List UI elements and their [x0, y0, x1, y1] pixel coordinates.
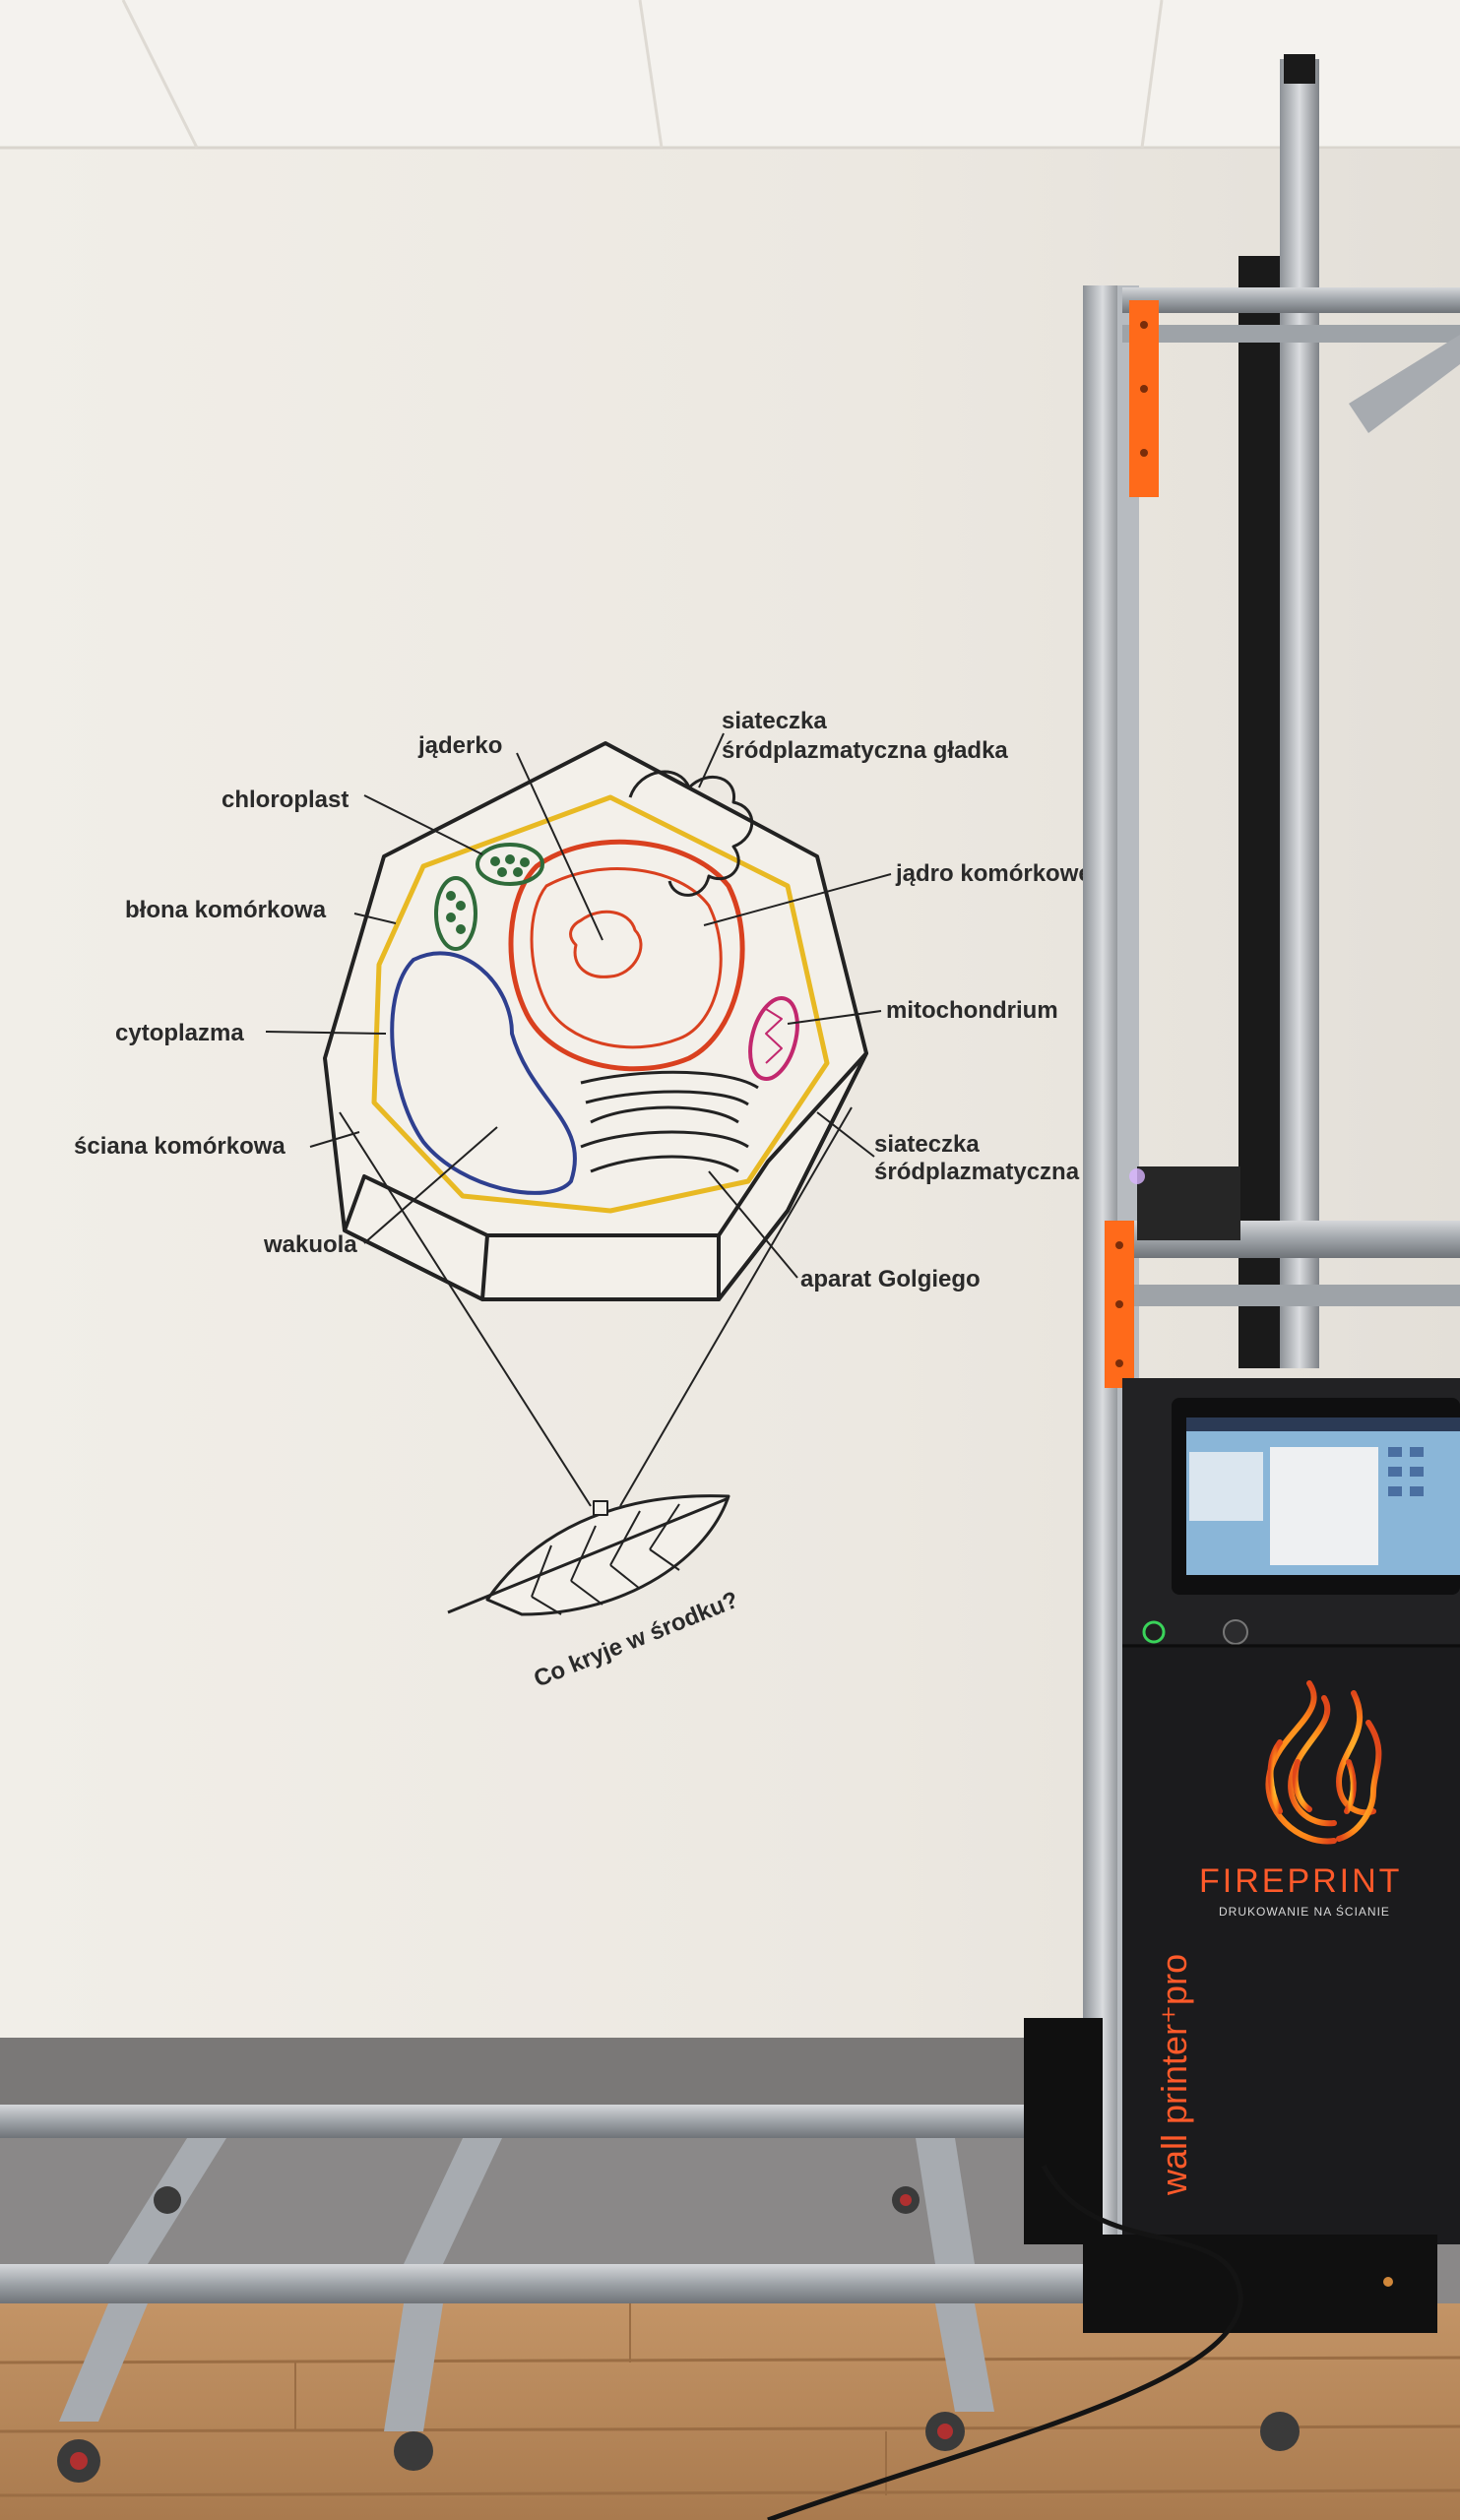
fireprint-logo	[1265, 1680, 1382, 1845]
power-indicator	[1142, 1620, 1166, 1644]
smooth-er	[628, 770, 754, 897]
label-siateczka-gladka-1: siateczka	[722, 708, 827, 734]
label-golgi: aparat Golgiego	[800, 1266, 981, 1292]
label-siateczka-gladka-2: śródplazmatyczna gładka	[722, 737, 1008, 764]
label-chloroplast: chloroplast	[222, 787, 349, 813]
orange-bracket-top	[1129, 300, 1159, 497]
rail-track	[0, 2105, 1300, 2483]
label-cytoplazma: cytoplazma	[115, 1020, 244, 1046]
cell-diagram	[265, 732, 892, 1616]
power-cable	[767, 2164, 1243, 2520]
label-mitochondrium: mitochondrium	[886, 997, 1058, 1024]
golgi	[580, 1105, 749, 1173]
brand-tagline: DRUKOWANIE NA ŚCIANIE	[1219, 1904, 1390, 1919]
label-jaderko: jąderko	[417, 732, 502, 759]
model-name: wall printer⁺pro	[1154, 1954, 1194, 2196]
vacuole	[390, 951, 578, 1195]
wood-floor	[0, 2303, 1460, 2520]
nucleolus	[569, 910, 643, 978]
wall-printer: FIREPRINT DRUKOWANIE NA ŚCIANIE wall pri…	[767, 54, 1460, 2520]
label-jadro: jądro komórkowe	[895, 860, 1092, 887]
leaf	[485, 1494, 730, 1616]
label-blona: błona komórkowa	[125, 897, 327, 923]
label-siateczka-1: siateczka	[874, 1131, 980, 1158]
chloroplast	[476, 843, 544, 886]
label-sciana: ściana komórkowa	[74, 1133, 286, 1160]
print-head	[1137, 1166, 1240, 1240]
label-wakuola: wakuola	[263, 1231, 357, 1258]
label-siateczka-2: śródplazmatyczna	[874, 1159, 1080, 1185]
mitochondrium	[748, 996, 799, 1081]
ceiling	[0, 0, 1460, 150]
nucleus	[508, 839, 745, 1072]
brand-name: FIREPRINT	[1199, 1862, 1402, 1900]
